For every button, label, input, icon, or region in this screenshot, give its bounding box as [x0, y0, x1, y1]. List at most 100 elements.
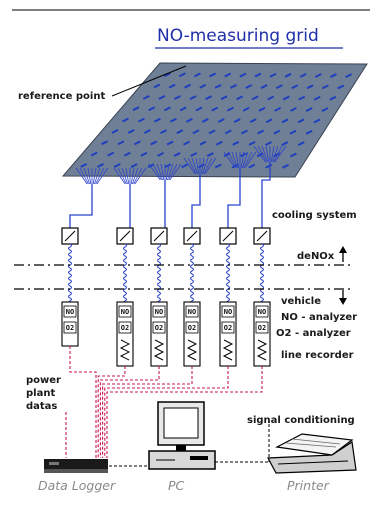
probe-dot: [232, 140, 240, 146]
probe-dot: [224, 129, 232, 135]
zigzag-recorder-icon: [256, 339, 268, 361]
probe-dot: [132, 106, 140, 112]
probe-dot: [299, 73, 307, 78]
probe-dot: [289, 129, 297, 135]
o2-analyzer-text: O2: [155, 324, 163, 332]
probe-tube: [273, 145, 283, 163]
probe-dot: [208, 129, 216, 135]
probe-dot: [111, 128, 119, 134]
probe-dot: [258, 106, 266, 112]
probe-dot: [321, 84, 329, 90]
probe-dot: [345, 73, 353, 79]
probe-dot: [269, 72, 277, 78]
probe-tube: [96, 167, 109, 185]
probe-dot: [313, 118, 321, 124]
probe-tube: [95, 167, 105, 185]
o2-analyzer-text: O2: [188, 324, 196, 332]
flexible-line: [68, 243, 72, 305]
no-analyzer-text: NO: [224, 308, 232, 316]
probe-dot: [289, 107, 297, 112]
probe-dot: [173, 95, 181, 100]
probe-dot: [190, 152, 198, 157]
probe-dot: [184, 83, 191, 89]
probe-dot: [181, 163, 189, 169]
analyzer-data-line: [104, 366, 229, 458]
probe-tube: [168, 163, 178, 181]
no-analyzer-box: [255, 305, 269, 318]
probe-dot: [140, 151, 148, 157]
zigzag-recorder-icon: [119, 339, 131, 361]
probe-dot: [284, 72, 292, 78]
probe-dot: [168, 83, 176, 89]
probe-dot: [148, 106, 156, 112]
probe-tube: [242, 151, 249, 169]
arrow-up-icon: [339, 246, 347, 262]
probe-tube: [133, 167, 143, 185]
no-analyzer-box: [63, 305, 77, 318]
probe-dot: [239, 72, 247, 78]
analyzer-data-line: [99, 366, 160, 458]
cooler-diagonal: [119, 230, 131, 242]
probe-dot: [107, 151, 115, 157]
flexible-line: [190, 243, 194, 305]
probe-dot: [169, 117, 177, 123]
probe-dot: [215, 140, 223, 146]
probe-dot: [123, 151, 131, 157]
probe-tube: [231, 151, 238, 169]
zigzag-recorder-icon: [222, 339, 234, 361]
probe-dot: [229, 84, 237, 89]
probe-dot: [298, 95, 306, 101]
flexible-line: [226, 243, 230, 305]
data-logger-device: [44, 459, 108, 473]
probe-tube: [152, 163, 162, 181]
probe-dot: [297, 141, 305, 147]
sample-pipe: [191, 174, 201, 228]
probe-dot: [265, 118, 273, 124]
probe-dot: [192, 129, 200, 135]
probe-tube: [83, 167, 90, 185]
o2-analyzer-box: [152, 321, 166, 334]
probe-tube: [227, 151, 237, 169]
probe-dot: [330, 73, 337, 78]
probe-dot: [214, 83, 222, 89]
sample-pipe: [261, 162, 271, 228]
probe-dot: [183, 140, 190, 146]
cooler-diagonal: [222, 230, 234, 242]
printer-device: [267, 433, 357, 474]
probe-tube: [132, 167, 139, 185]
probe-tube: [270, 145, 275, 163]
probe-tube: [261, 145, 268, 163]
probe-tube: [235, 151, 240, 169]
probe-dot: [179, 106, 187, 112]
probe-tube: [253, 145, 266, 163]
denox-label: deNOx: [297, 251, 335, 262]
probe-tube: [223, 151, 236, 169]
flexible-line: [123, 243, 127, 305]
probe-dot: [153, 117, 161, 123]
probe-dot: [273, 129, 281, 135]
o2-analyzer-text: O2: [121, 324, 129, 332]
power-plant-label-line2: plant: [26, 388, 55, 399]
zigzag-recorder-icon: [153, 339, 165, 361]
flexible-line: [260, 243, 264, 305]
probe-tube: [204, 157, 217, 175]
probe-dot: [195, 106, 203, 112]
probe-tube: [244, 151, 257, 169]
probe-dot: [163, 106, 171, 112]
probe-dot: [160, 129, 168, 134]
no-analyzer-text: NO: [121, 308, 129, 316]
analyzer-data-line: [97, 366, 126, 458]
probe-dot: [305, 129, 313, 135]
probe-dot: [282, 95, 290, 101]
probe-dot: [137, 117, 145, 123]
probe-dot: [127, 129, 135, 134]
probe-tube: [169, 163, 182, 181]
pc-caption: PC: [168, 478, 185, 493]
no-analyzer-label: NO - analyzer: [281, 312, 357, 323]
probe-dot: [113, 163, 121, 168]
line-recorder-label: line recorder: [281, 350, 354, 361]
probe-dot: [199, 140, 207, 146]
probe-tube: [92, 167, 97, 185]
no-analyzer-box: [152, 305, 166, 318]
